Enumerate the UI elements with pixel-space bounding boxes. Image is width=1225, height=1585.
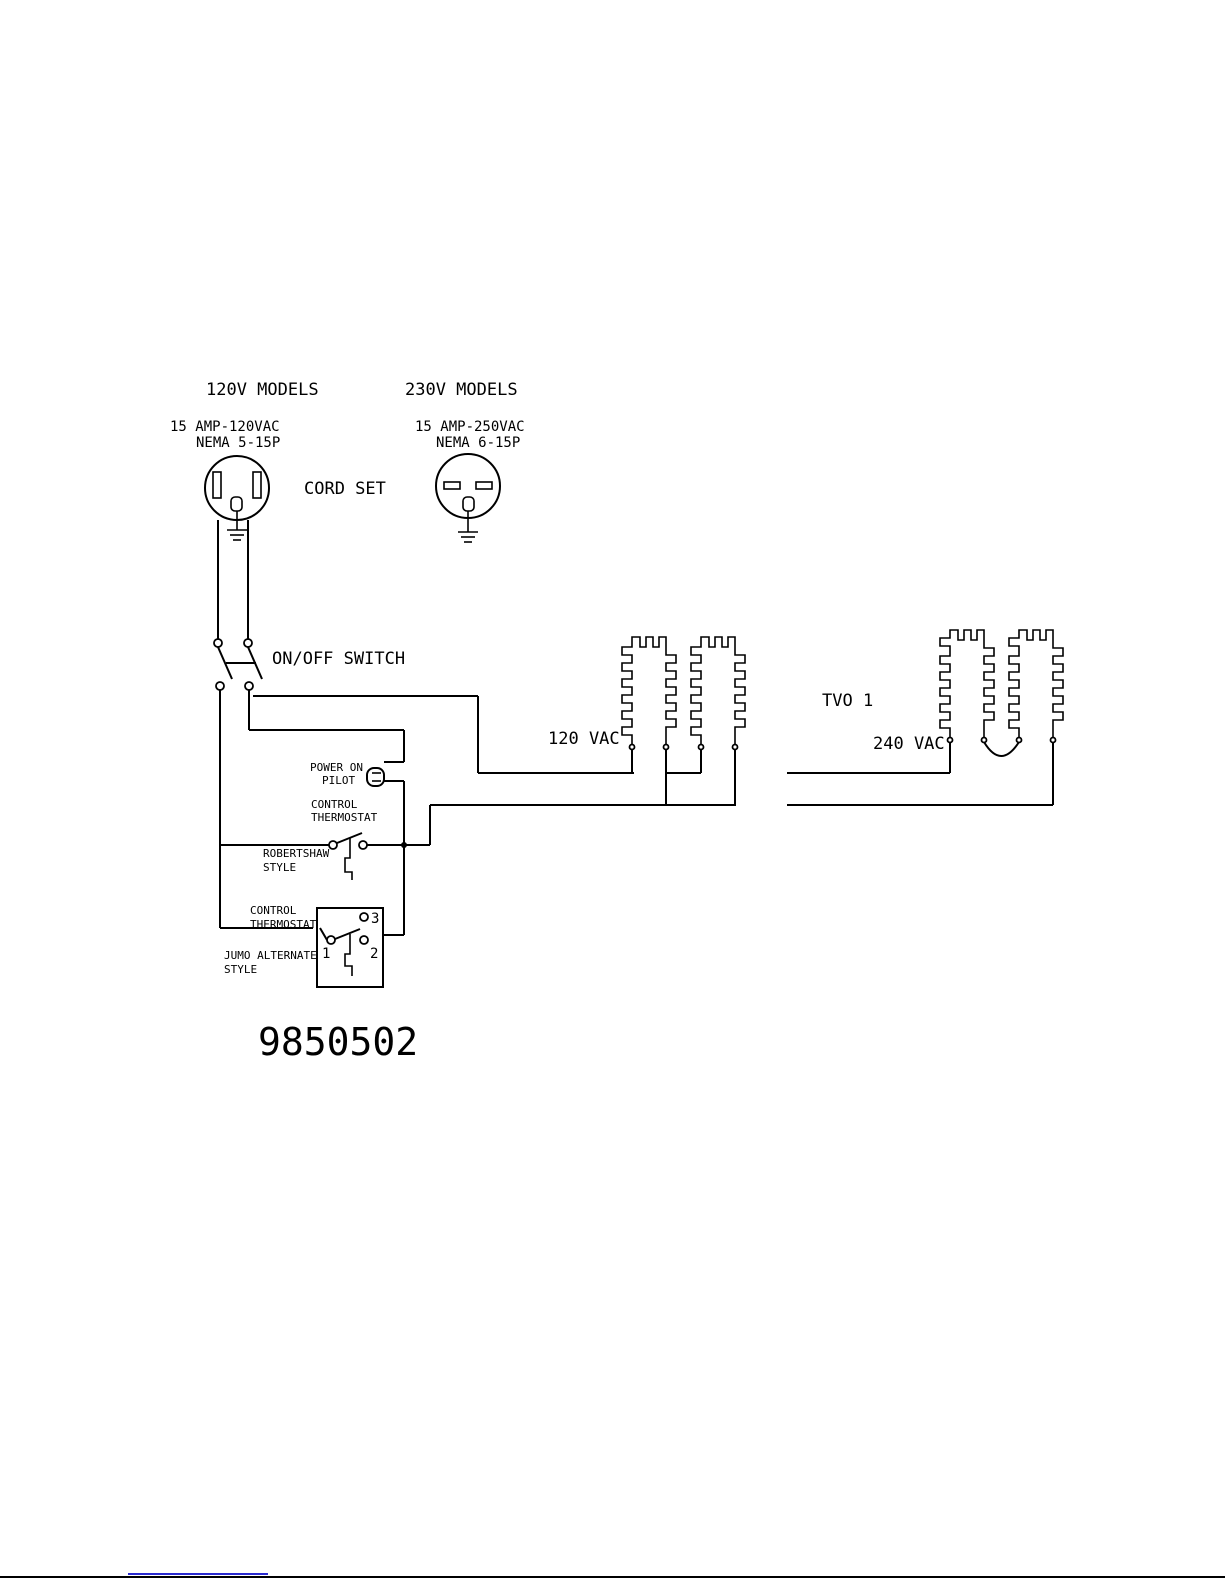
label-control-2a: CONTROL bbox=[250, 904, 297, 917]
label-120v-models: 120V MODELS bbox=[206, 380, 319, 400]
label-230v-models: 230V MODELS bbox=[405, 380, 518, 400]
label-nema-120: NEMA 5-15P bbox=[196, 435, 280, 451]
label-rating-250: 15 AMP-250VAC bbox=[415, 419, 525, 435]
label-120-vac: 120 VAC bbox=[548, 729, 620, 749]
plug-nema-5-15p bbox=[205, 456, 269, 540]
on-off-switch bbox=[214, 639, 262, 690]
label-on-off-switch: ON/OFF SWITCH bbox=[272, 649, 405, 669]
jumo-terminal-1: 1 bbox=[322, 946, 330, 962]
label-control-1a: CONTROL bbox=[311, 798, 358, 811]
part-number: 9850502 bbox=[258, 1020, 418, 1064]
label-robertshaw-2: STYLE bbox=[263, 861, 296, 874]
footer-rule bbox=[0, 1576, 1225, 1578]
label-jumo-2: STYLE bbox=[224, 963, 257, 976]
label-control-1b: THERMOSTAT bbox=[311, 811, 378, 824]
control-wiring bbox=[220, 690, 736, 935]
heater-elements-120vac bbox=[622, 637, 745, 805]
jumo-terminal-3: 3 bbox=[371, 911, 379, 927]
label-rating-120: 15 AMP-120VAC bbox=[170, 419, 280, 435]
label-pilot-1: POWER ON bbox=[310, 761, 363, 774]
cord-wires bbox=[218, 520, 248, 640]
footer-link-underline[interactable] bbox=[128, 1573, 268, 1575]
label-240-vac: 240 VAC bbox=[873, 734, 945, 754]
label-jumo-1: JUMO ALTERNATE bbox=[224, 949, 317, 962]
robertshaw-thermostat bbox=[329, 833, 367, 880]
label-nema-250: NEMA 6-15P bbox=[436, 435, 520, 451]
label-pilot-2: PILOT bbox=[322, 774, 355, 787]
heater-elements-240vac bbox=[787, 630, 1063, 805]
plug-nema-6-15p bbox=[436, 454, 500, 542]
label-tvo-1: TVO 1 bbox=[822, 691, 873, 711]
jumo-terminal-2: 2 bbox=[370, 946, 378, 962]
label-control-2b: THERMOSTAT bbox=[250, 918, 317, 931]
label-cord-set: CORD SET bbox=[304, 479, 386, 499]
label-robertshaw-1: ROBERTSHAW bbox=[263, 847, 330, 860]
